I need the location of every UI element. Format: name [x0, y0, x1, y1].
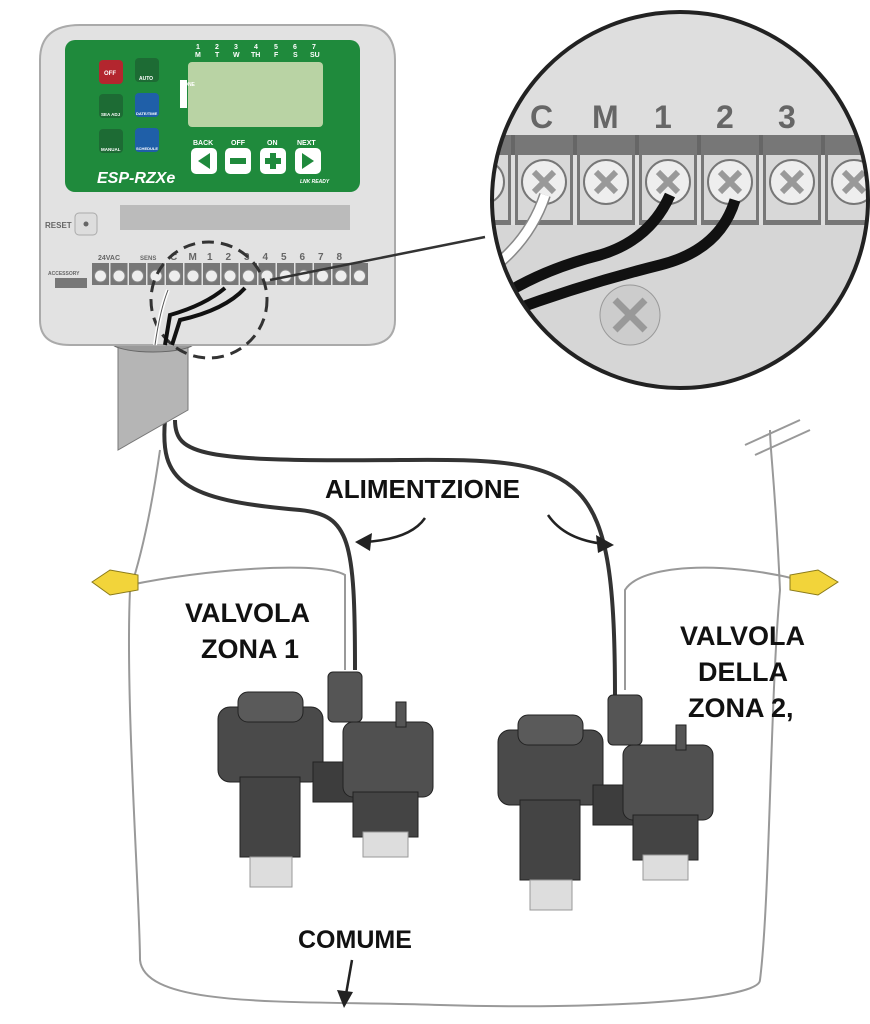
valve2-label-line2: DELLA — [698, 657, 788, 687]
magnified-terminal-label: C — [530, 99, 553, 135]
terminal-label: M — [189, 252, 197, 263]
minus-button[interactable] — [225, 148, 251, 174]
terminal-label: 5 — [281, 252, 287, 263]
terminal-label: 8 — [337, 252, 343, 263]
magnified-terminal-label: 2 — [716, 99, 734, 135]
terminal-label: 1 — [207, 252, 213, 263]
sea-adj-button[interactable]: SEA ADJ — [99, 94, 123, 118]
power-label: ALIMENTZIONE — [325, 474, 520, 504]
accessory-label: ACCESSORY — [48, 271, 80, 277]
terminal-label: 2 — [226, 252, 232, 263]
plus-button[interactable] — [260, 148, 286, 174]
zone2-wire — [173, 419, 617, 701]
on-label: ON — [267, 140, 278, 147]
terminal-label: 4 — [263, 252, 269, 263]
valve-zone-1 — [217, 671, 434, 888]
day-name: T — [215, 52, 220, 59]
back-label: BACK — [193, 140, 213, 147]
svg-text:DATE/TIME: DATE/TIME — [136, 111, 158, 116]
day-name: M — [195, 52, 201, 59]
terminal-label: 7 — [318, 252, 324, 263]
svg-text:AUTO: AUTO — [139, 76, 153, 82]
zone-label: ZONE — [181, 82, 196, 88]
common-wire — [127, 429, 782, 1008]
day-num: 7 — [312, 44, 316, 51]
common-label: COMUME — [298, 926, 412, 954]
day-num: 4 — [254, 44, 258, 51]
next-button[interactable] — [295, 148, 321, 174]
next-label: NEXT — [297, 140, 316, 147]
terminal-label: 6 — [300, 252, 306, 263]
valve-zone-2 — [497, 694, 714, 911]
day-num: 1 — [196, 44, 200, 51]
24vac-label: 24VAC — [98, 255, 120, 262]
svg-text:SCHEDULE: SCHEDULE — [136, 146, 158, 151]
accessory-port — [55, 278, 87, 288]
day-name: TH — [251, 52, 260, 59]
date-time-button[interactable]: DATE/TIME — [135, 93, 159, 117]
day-num: 2 — [215, 44, 219, 51]
valve2-label-line3: ZONA 2, — [688, 693, 794, 723]
day-num: 3 — [234, 44, 238, 51]
magnified-terminal-label: 1 — [654, 99, 672, 135]
day-num: 6 — [293, 44, 297, 51]
svg-text:MANUAL: MANUAL — [101, 147, 121, 152]
svg-text:OFF: OFF — [104, 71, 116, 77]
sens-label: SENS — [140, 256, 156, 262]
magnified-terminal-label: M — [592, 99, 619, 135]
day-name: F — [274, 52, 279, 59]
controller: ZONE 1M 2T 3W 4TH 5F 6S 7SU OFF AUTO SEA… — [39, 24, 486, 360]
valve1-label-line2: ZONA 1 — [201, 634, 299, 664]
back-button[interactable] — [191, 148, 217, 174]
zone1-wire — [162, 419, 357, 671]
terminal-label: C — [170, 252, 177, 263]
svg-text:SEA ADJ: SEA ADJ — [101, 112, 121, 117]
valve2-label-line1: VALVOLA — [680, 621, 805, 651]
manual-button[interactable]: MANUAL — [99, 129, 123, 153]
link-ready: LNK READY — [300, 179, 330, 185]
valve1-label-line1: VALVOLA — [185, 598, 310, 628]
magnified-terminal-label: 3 — [778, 99, 796, 135]
lcd-screen — [188, 62, 323, 127]
model-name: ESP-RZXe — [97, 170, 175, 187]
schedule-button[interactable]: SCHEDULE — [135, 128, 159, 152]
day-num: 5 — [274, 44, 278, 51]
wire-nut-left — [91, 569, 139, 596]
wire-nut-right — [789, 569, 839, 596]
day-name: SU — [310, 52, 320, 59]
off-label: OFF — [231, 140, 246, 147]
day-name: S — [293, 52, 298, 59]
auto-button[interactable]: AUTO — [135, 58, 159, 82]
day-name: W — [233, 52, 240, 59]
magnify-circle — [149, 240, 269, 360]
off-button[interactable]: OFF — [99, 60, 123, 84]
reset-label: RESET — [45, 221, 72, 230]
